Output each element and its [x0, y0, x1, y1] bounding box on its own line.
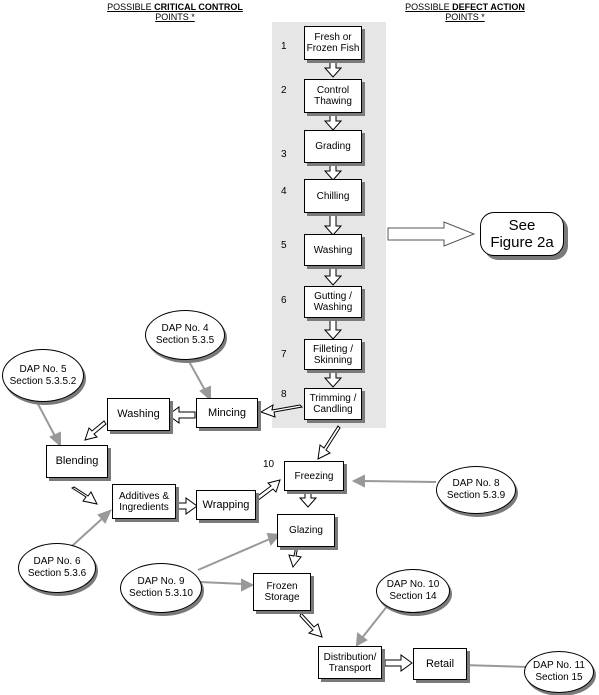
- step-arrow-2: [323, 112, 343, 131]
- dap9-connector: [197, 537, 273, 571]
- additives-ingredients-box: Additives & Ingredients: [112, 484, 176, 519]
- distribution-transport-box: Distribution/ Transport: [318, 646, 382, 679]
- arrow-trimming-to-mincing: [259, 404, 304, 418]
- dap8-ellipse: DAP No. 8 Section 5.3.9: [436, 466, 516, 514]
- mincing-box: Mincing: [196, 398, 258, 428]
- freezing-number: 10: [263, 459, 275, 470]
- step-arrow-7: [323, 369, 343, 388]
- blending-box: Blending: [46, 445, 108, 478]
- ccp-header-line2: POINTS *: [155, 12, 195, 22]
- ccp-header-prefix: POSSIBLE: [107, 2, 155, 12]
- step-arrow-3: [323, 162, 343, 181]
- arrow-washing-to-blending: [84, 420, 107, 441]
- arrow-wrapping-to-freezing: [254, 479, 281, 502]
- dap6-connector: [71, 516, 105, 547]
- step-number-5: 5: [281, 240, 287, 251]
- step-box-chilling: Chilling: [304, 179, 362, 213]
- dap6-connector-head: [97, 509, 112, 524]
- freezing-box: Freezing: [284, 461, 344, 491]
- step-arrow-1: [323, 61, 343, 78]
- see-figure-arrow: [387, 221, 476, 247]
- arrow-additives-to-wrapping: [175, 497, 198, 515]
- dap-header: POSSIBLE DEFECT ACTION POINTS *: [395, 2, 535, 22]
- dap-header-bold: DEFECT ACTION: [452, 2, 525, 12]
- arrow-distribution-to-retail: [384, 654, 413, 672]
- step-number-1: 1: [281, 41, 287, 52]
- dap9-storage-connector-head: [241, 578, 255, 592]
- dap-header-line2: POINTS *: [445, 12, 485, 22]
- step-number-7: 7: [281, 349, 287, 360]
- step-arrow-5: [323, 265, 343, 286]
- arrow-blending-to-additives: [70, 486, 98, 505]
- see-figure-2a-box: See Figure 2a: [480, 212, 564, 256]
- arrow-mincing-to-washing: [167, 406, 196, 424]
- step-box-control-thawing: Control Thawing: [304, 79, 362, 113]
- step-number-6: 6: [281, 295, 287, 306]
- dap4-connector: [185, 355, 207, 393]
- dap8-connector: [361, 480, 437, 483]
- step-number-3: 3: [281, 149, 287, 160]
- dap5-connector-head: [49, 431, 61, 448]
- glazing-box: Glazing: [277, 514, 335, 547]
- wrapping-box: Wrapping: [196, 490, 256, 520]
- dap10-ellipse: DAP No. 10 Section 14: [376, 569, 450, 613]
- dap4-connector-head: [199, 385, 211, 402]
- step-number-4: 4: [281, 186, 287, 197]
- step-number-2: 2: [281, 85, 287, 96]
- dap4-ellipse: DAP No. 4 Section 5.3.5: [145, 310, 225, 360]
- step-number-8: 8: [281, 389, 287, 400]
- step-arrows: [323, 61, 343, 388]
- dap-connectors: [37, 355, 529, 672]
- step-arrow-6: [323, 317, 343, 340]
- dap8-connector-head: [351, 474, 365, 488]
- step-box-fresh-frozen-fish: Fresh or Frozen Fish: [304, 26, 362, 60]
- arrow-storage-to-distribution: [299, 612, 323, 638]
- ccp-header-bold: CRITICAL CONTROL: [154, 2, 243, 12]
- dap9-ellipse: DAP No. 9 Section 5.3.10: [120, 563, 202, 613]
- dap11-connector: [461, 664, 529, 668]
- dap11-ellipse: DAP No. 11 Section 15: [524, 651, 594, 693]
- dap6-ellipse: DAP No. 6 Section 5.3.6: [18, 543, 96, 593]
- step-box-gutting-washing: Gutting / Washing: [304, 286, 362, 318]
- step-box-grading: Grading: [304, 130, 362, 163]
- dap5-ellipse: DAP No. 5 Section 5.3.5.2: [2, 349, 84, 402]
- arrow-glazing-to-storage: [288, 545, 302, 569]
- step-box-filleting-skinning: Filleting / Skinning: [304, 339, 362, 370]
- dap9-storage-connector: [199, 581, 245, 585]
- step-box-trimming-candling: Trimming / Candling: [304, 388, 362, 420]
- step-arrow-4: [323, 212, 343, 236]
- step-box-washing-main: Washing: [304, 234, 362, 266]
- dap10-connector-head: [355, 632, 368, 647]
- dap9-connector-head: [266, 532, 282, 547]
- washing-box: Washing: [107, 398, 170, 431]
- flow-arrows: [70, 404, 413, 672]
- retail-box: Retail: [413, 648, 467, 680]
- dap5-connector: [37, 403, 57, 439]
- ccp-header: POSSIBLE CRITICAL CONTROL POINTS *: [95, 2, 255, 22]
- arrow-freezing-to-glazing: [298, 489, 318, 508]
- dap-header-prefix: POSSIBLE: [405, 2, 453, 12]
- arrow-trimming-to-freezing: [317, 425, 341, 460]
- frozen-storage-box: Frozen Storage: [253, 573, 311, 611]
